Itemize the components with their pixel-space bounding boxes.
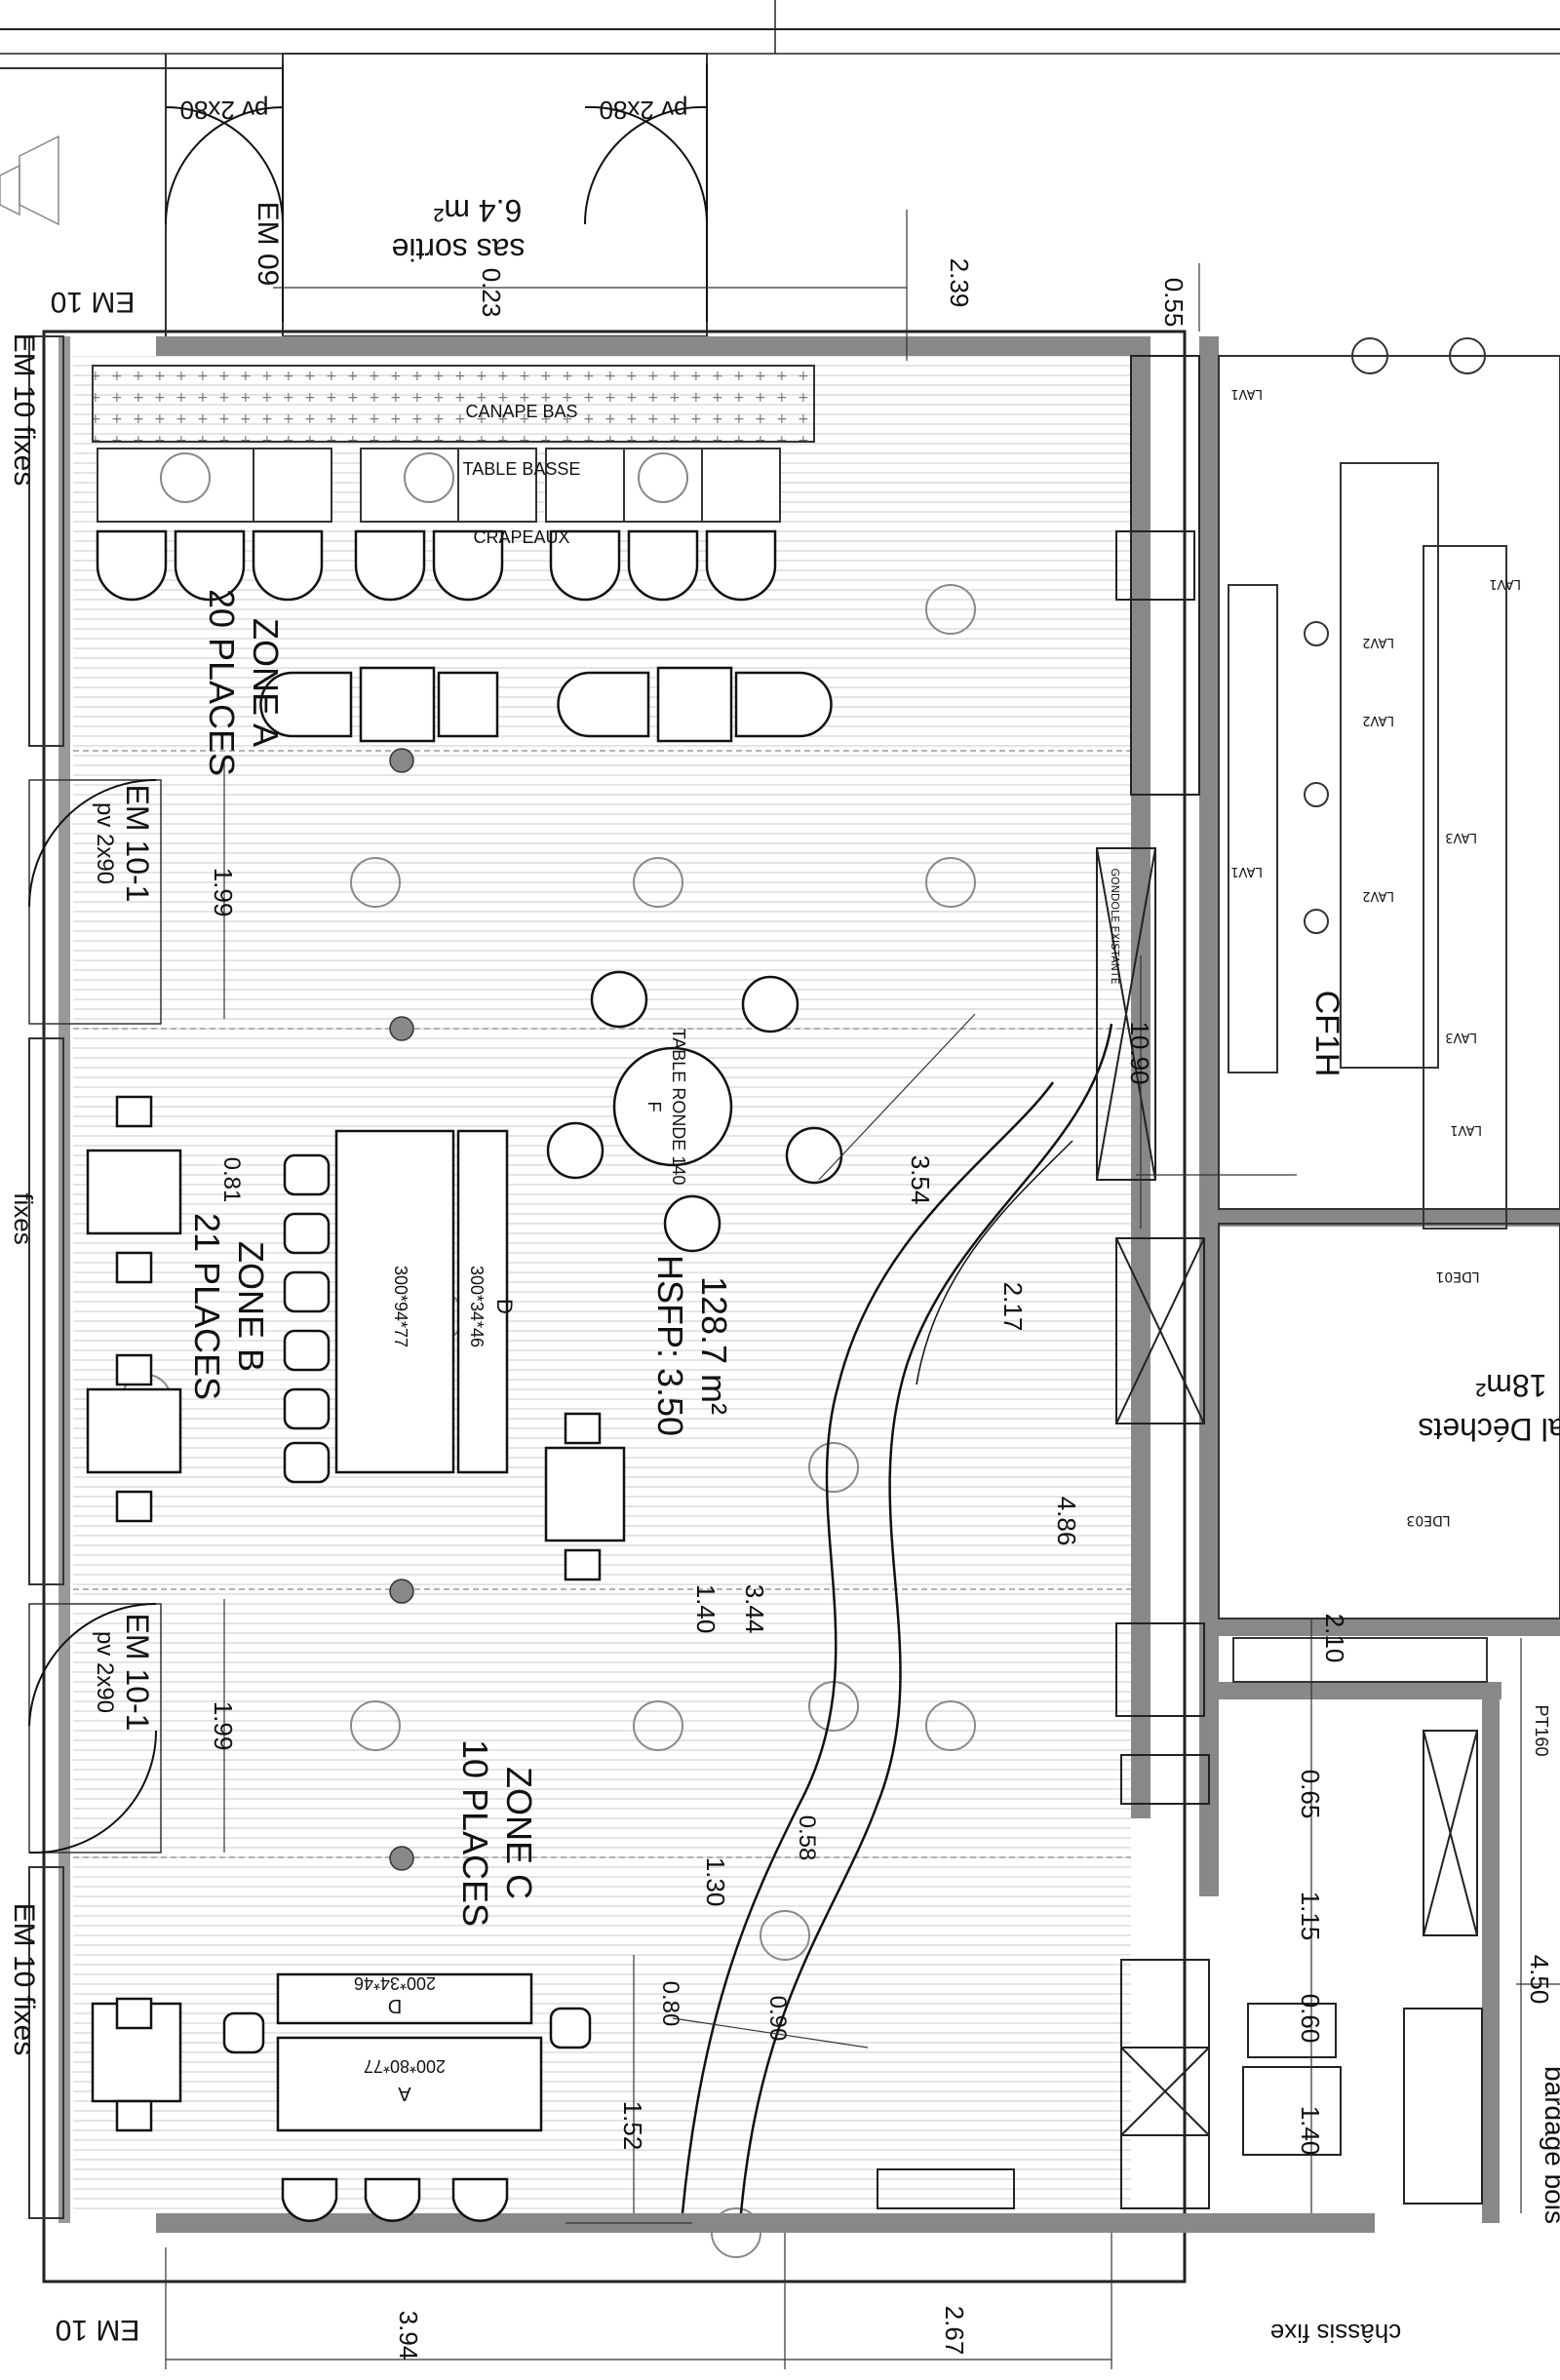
table-c-a-label: A — [398, 2083, 411, 2104]
dim-label: 3.44 — [740, 1584, 769, 1634]
dim-label: 0.80 — [657, 1981, 683, 2027]
dim-label: 1.40 — [1296, 2106, 1325, 2156]
table-c-d-label: D — [388, 1995, 402, 2016]
em10-fixes-bottom: EM 10 fixes — [8, 1903, 40, 2056]
lav-label: LAV2 — [1362, 635, 1394, 649]
dim-label: 3.94 — [394, 2311, 423, 2360]
chassis-label: châssis fixe — [1270, 2319, 1401, 2348]
sas-area: 6.4 m² — [433, 193, 522, 228]
dim-label: 3.54 — [906, 1155, 935, 1205]
table-c-d-dim: 200*34*46 — [354, 1973, 436, 1993]
lav-label: LAV1 — [1450, 1122, 1482, 1137]
dim-label: 0.60 — [1296, 1994, 1325, 2044]
left-facade — [0, 135, 162, 2219]
zone-c-tables — [91, 1972, 592, 2222]
crapeaux-row — [96, 529, 777, 602]
dim-label: 1.99 — [209, 1701, 238, 1751]
sas-name: sas sortie — [392, 232, 526, 267]
cf1h-label: CF1H — [1308, 991, 1346, 1077]
cf1h-room — [1218, 337, 1560, 1229]
dim-label: 2.10 — [1320, 1614, 1349, 1663]
hall-hsfp: HSFP: 3.50 — [650, 1255, 690, 1436]
lde01-code: LDE01 — [1435, 1268, 1479, 1284]
zone-a-tables — [259, 666, 833, 743]
lav-label: LAV1 — [1489, 576, 1521, 591]
hall-area: 128.7 m² — [694, 1276, 734, 1415]
crapeaux-label: CRAPEAUX — [473, 527, 569, 547]
bardage-label: bardage bois — [1540, 2066, 1560, 2224]
pv2x90-a-label: pv 2x90 — [92, 802, 118, 884]
dim-label: PT160 — [1532, 1704, 1551, 1756]
table-basse-label: TABLE BASSE — [463, 459, 581, 479]
dim-label: 4.50 — [1525, 1955, 1554, 2005]
lav-label: LAV3 — [1445, 830, 1477, 844]
lde03-code: LDE03 — [1406, 1512, 1450, 1528]
dim-label: 1.30 — [701, 1857, 730, 1907]
zone-c-name: ZONE C — [499, 1767, 539, 1899]
em10-fixes-top: EM 10 fixes — [8, 333, 40, 487]
em101-b-label: EM 10-1 — [120, 1614, 155, 1732]
dim-label: 0.90 — [764, 1996, 791, 2042]
zone-b-places: 21 PLACES — [187, 1213, 227, 1400]
fixes-label: fixes — [9, 1192, 38, 1244]
waste-area: 18m² — [1475, 1368, 1546, 1403]
zone-c-places: 10 PLACES — [455, 1739, 495, 1927]
table-ronde — [546, 970, 843, 1253]
building-walls — [42, 330, 1560, 2283]
dim-label: 4.86 — [1052, 1497, 1081, 1546]
pv-label-right: pv 2x80 — [599, 96, 687, 125]
dim-label: 2.39 — [945, 258, 974, 308]
dim-label: 0.81 — [218, 1157, 245, 1203]
lav-label: LAV2 — [1362, 888, 1394, 903]
canape-bas — [92, 365, 815, 443]
table-ronde-letter: F — [644, 1102, 664, 1112]
dim-label: 1.40 — [691, 1584, 721, 1634]
dim-label: 2.67 — [940, 2306, 969, 2356]
table-d-dim: 300*34*46 — [467, 1266, 487, 1347]
waste-name: al Déchets — [1418, 1412, 1560, 1447]
table-c-a-dim: 200*80*77 — [364, 2056, 446, 2076]
table-ronde-label: TABLE RONDE 140 — [669, 1029, 688, 1186]
dim-label: 0.55 — [1159, 278, 1189, 328]
gondole-label: GONDOLE EXISTANTE — [1109, 868, 1121, 984]
lav-label: LAV1 — [1230, 864, 1263, 878]
zone-b-tables — [86, 1095, 626, 1581]
zone-a-places: 20 PLACES — [202, 589, 242, 776]
dim-label: 1.99 — [209, 868, 238, 917]
table-d-label: D — [492, 1299, 517, 1314]
dim-label: 0.23 — [477, 268, 506, 318]
dim-label: 0.65 — [1296, 1770, 1325, 1819]
dim-label: 2.17 — [998, 1282, 1028, 1332]
waste-room — [1218, 1223, 1560, 1683]
dim-label: 1.52 — [618, 2101, 647, 2151]
em10-top-label: EM 10 — [51, 286, 136, 318]
lav-label: LAV1 — [1230, 386, 1263, 401]
dim-label: 1.15 — [1296, 1892, 1325, 1941]
em09-label: EM 09 — [252, 202, 284, 287]
canape-label: CANAPE BAS — [465, 402, 577, 421]
columns — [389, 748, 414, 1871]
dimension-lines — [165, 210, 1560, 2369]
lav-label: LAV3 — [1445, 1030, 1477, 1044]
em101-a-label: EM 10-1 — [120, 785, 155, 903]
table-basse-row — [97, 448, 781, 523]
lav-label: LAV2 — [1362, 713, 1394, 727]
table-a-dim: 300*94*77 — [391, 1266, 410, 1347]
pv2x90-b-label: pv 2x90 — [92, 1631, 118, 1713]
dim-label: 0.58 — [794, 1815, 820, 1861]
dim-label: 10.90 — [1125, 1021, 1154, 1084]
pv-label-left: pv 2x80 — [179, 96, 268, 125]
hall-floor — [73, 356, 1131, 2213]
service-shelving — [877, 355, 1483, 2209]
zone-a-name: ZONE A — [246, 618, 286, 747]
em10-bottom-label: EM 10 — [56, 2314, 140, 2346]
zone-b-name: ZONE B — [231, 1241, 271, 1372]
curved-counter — [681, 1023, 1113, 2214]
